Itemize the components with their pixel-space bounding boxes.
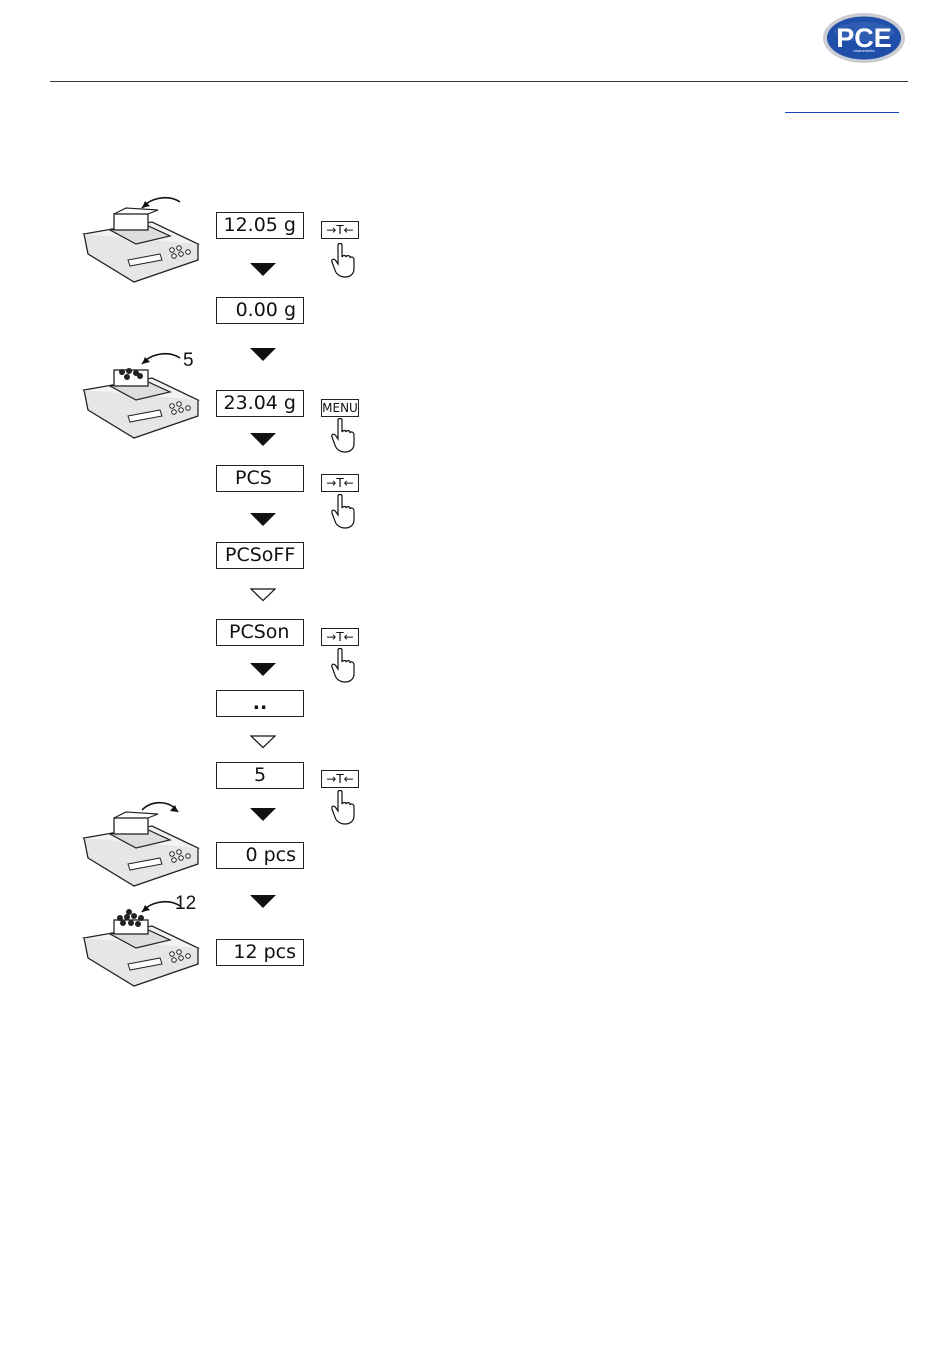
tare-key[interactable]: →T← xyxy=(321,221,359,239)
down-arrow-icon xyxy=(250,895,276,909)
display-step-9: 0 pcs xyxy=(216,842,304,869)
display-step-2: 0.00 g xyxy=(216,297,304,324)
down-arrow-outline-icon xyxy=(250,735,276,749)
display-step-10: 12 pcs xyxy=(216,939,304,966)
pieces-count-label: 5 xyxy=(183,350,194,372)
header-rule xyxy=(50,81,908,82)
pointing-hand-icon xyxy=(330,243,360,279)
pointing-hand-icon xyxy=(330,790,360,826)
menu-key[interactable]: MENU xyxy=(321,399,359,417)
down-arrow-outline-icon xyxy=(250,588,276,602)
tare-key[interactable]: →T← xyxy=(321,770,359,788)
display-step-1: 12.05 g xyxy=(216,212,304,239)
pce-logo: PCE Instruments xyxy=(822,12,906,64)
scale-with-five-pieces-icon xyxy=(80,352,200,444)
logo-subtext: Instruments xyxy=(854,48,875,53)
display-step-6: PCSon xyxy=(216,619,304,646)
pointing-hand-icon xyxy=(330,494,360,530)
tare-key[interactable]: →T← xyxy=(321,474,359,492)
pointing-hand-icon xyxy=(330,648,360,684)
down-arrow-icon xyxy=(250,808,276,822)
down-arrow-icon xyxy=(250,663,276,677)
down-arrow-icon xyxy=(250,263,276,277)
display-step-3: 23.04 g xyxy=(216,390,304,417)
header-link-underline[interactable] xyxy=(785,100,899,113)
display-step-5: PCSoFF xyxy=(216,542,304,569)
down-arrow-icon xyxy=(250,513,276,527)
display-step-7: .. xyxy=(216,690,304,717)
display-step-8: 5 xyxy=(216,762,304,789)
scale-with-empty-container-icon xyxy=(80,196,200,288)
down-arrow-icon xyxy=(250,433,276,447)
down-arrow-icon xyxy=(250,348,276,362)
display-step-4: PCS xyxy=(216,465,304,492)
pieces-count-label: 12 xyxy=(175,893,196,915)
pointing-hand-icon xyxy=(330,418,360,454)
tare-key[interactable]: →T← xyxy=(321,628,359,646)
scale-removing-container-icon xyxy=(80,800,200,892)
